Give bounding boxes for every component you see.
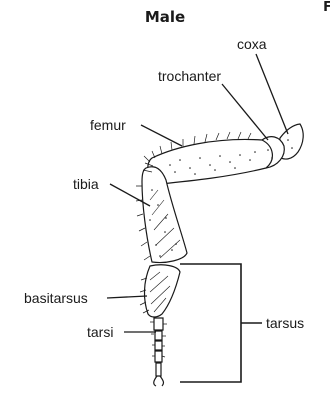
corner-mark: F — [323, 0, 330, 15]
tarsal-segment-2 — [155, 331, 162, 340]
label-coxa: coxa — [237, 36, 267, 52]
label-tibia: tibia — [73, 176, 99, 192]
femur-shape — [148, 139, 273, 184]
label-tarsi: tarsi — [87, 324, 113, 340]
label-trochanter: trochanter — [158, 68, 221, 84]
tarsal-segment-5 — [156, 363, 161, 376]
claw-shape — [154, 376, 164, 386]
label-tarsus: tarsus — [266, 315, 304, 331]
tarsal-segment-4 — [155, 351, 162, 362]
basitarsus-shape — [144, 265, 180, 317]
trochanter-leader — [222, 84, 268, 140]
tarsal-segment-1 — [154, 318, 163, 330]
coxa-leader — [256, 54, 288, 134]
tarsal-segment-3 — [155, 341, 162, 350]
femur-leader — [141, 125, 182, 146]
diagram-title: Male — [0, 8, 330, 26]
label-femur: femur — [90, 117, 126, 133]
basitarsus-leader — [107, 296, 147, 298]
tarsus-bracket — [180, 264, 262, 382]
leader-lines — [107, 54, 288, 332]
label-basitarsus: basitarsus — [24, 290, 88, 306]
